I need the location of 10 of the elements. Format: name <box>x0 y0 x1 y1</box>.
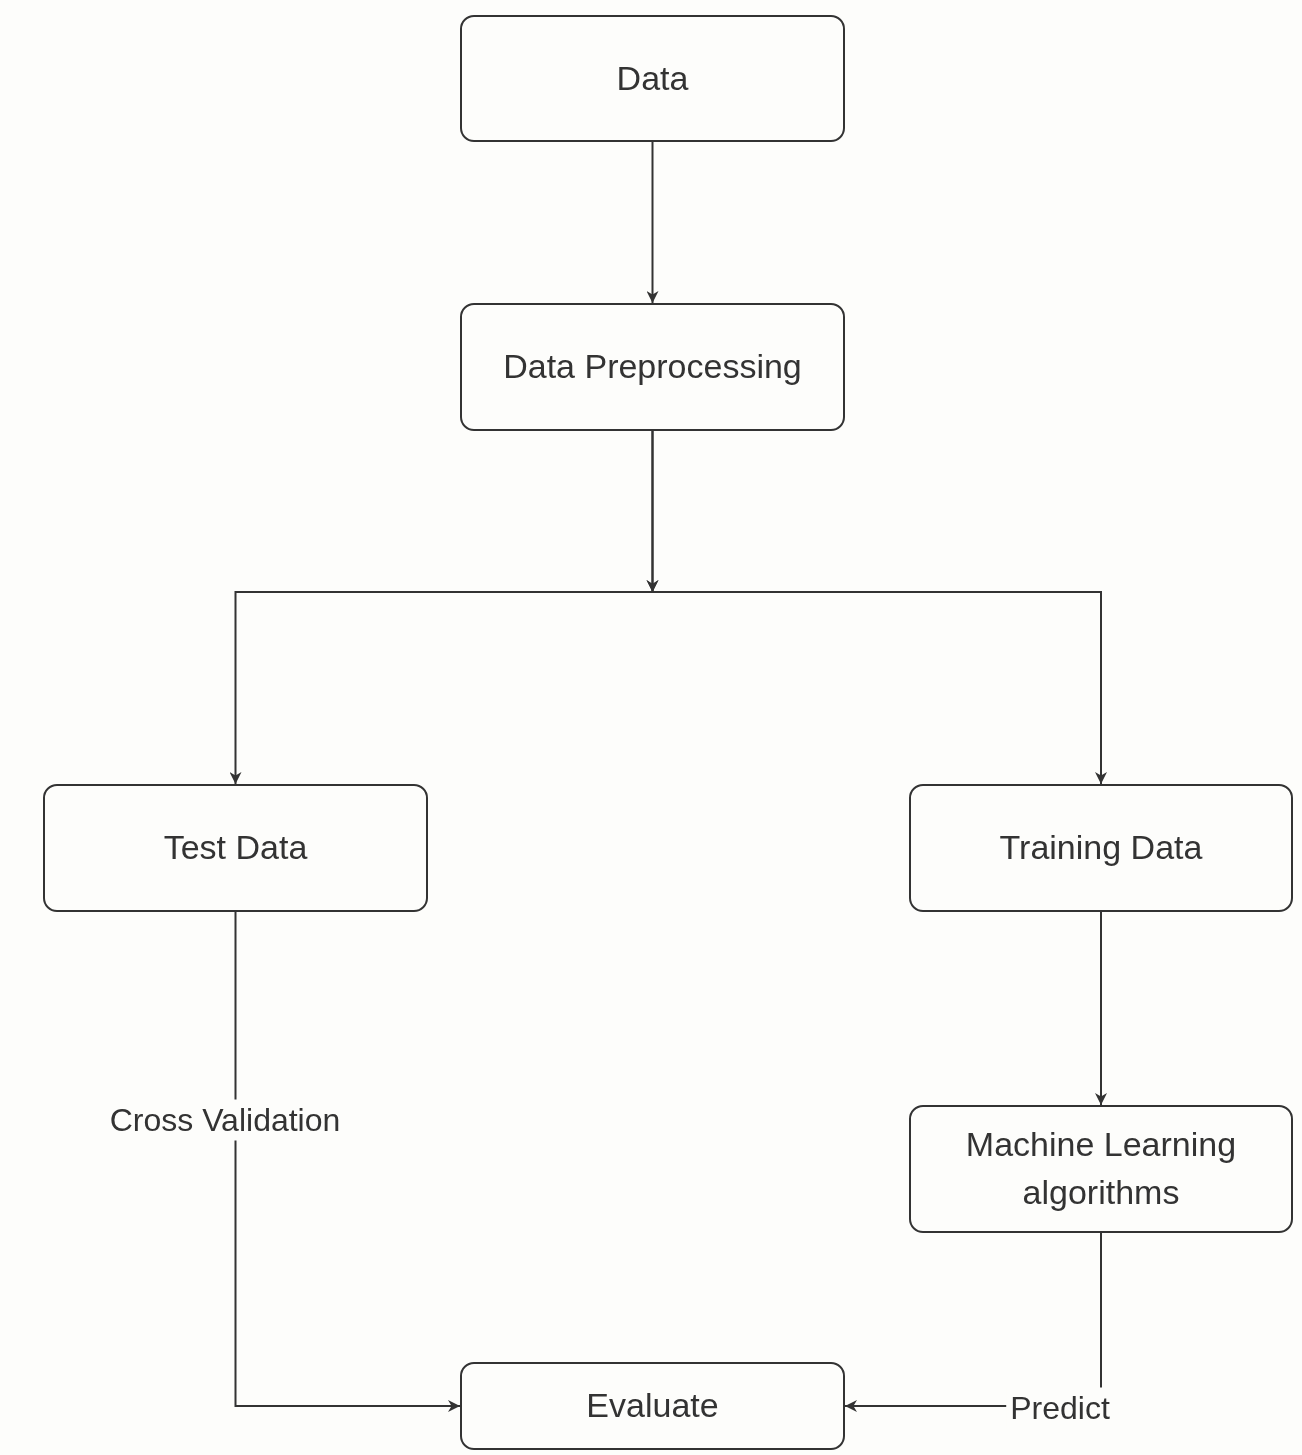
arrow <box>646 430 1107 785</box>
arrow <box>646 141 659 304</box>
process-box: Machine Learning algorithms <box>909 1105 1293 1233</box>
process-box: Data Preprocessing <box>460 303 845 431</box>
arrow <box>234 911 461 1412</box>
process-box: Training Data <box>909 784 1293 912</box>
process-box: Test Data <box>43 784 428 912</box>
process-box: Evaluate <box>460 1362 845 1450</box>
process-box: Data <box>460 15 845 142</box>
arrow <box>1095 911 1107 1106</box>
